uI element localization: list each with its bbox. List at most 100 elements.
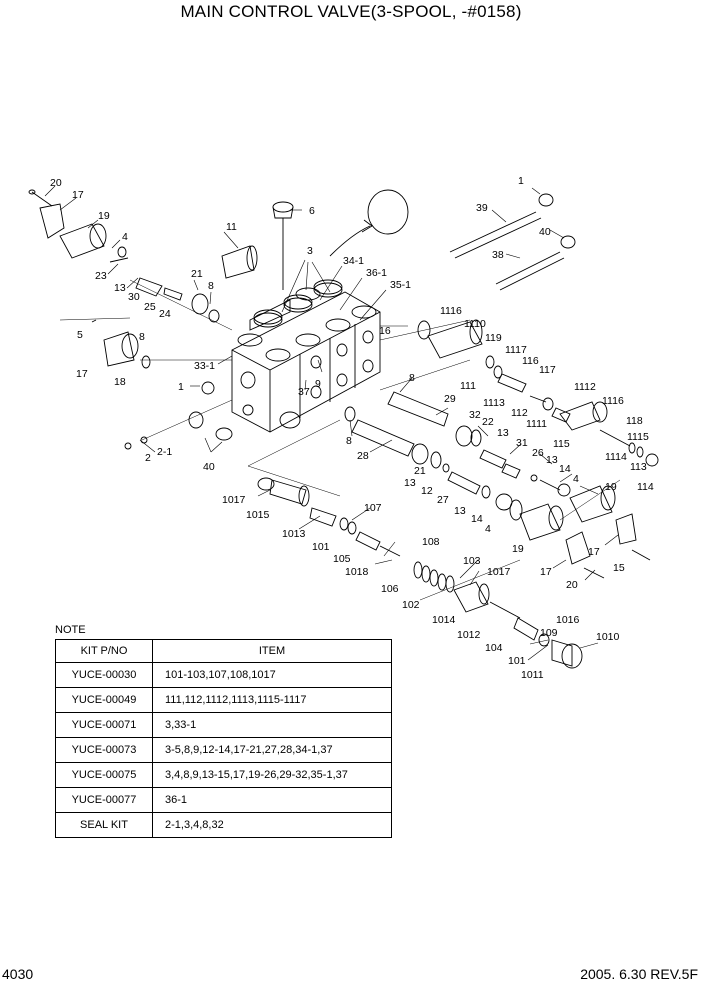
callout: 1018 — [345, 566, 369, 578]
callout: 105 — [333, 553, 351, 565]
callout: 3 — [307, 245, 313, 257]
callout: 1117 — [505, 344, 527, 356]
callout: 12 — [421, 485, 433, 497]
column-header-item: ITEM — [152, 639, 392, 663]
callout: 101 — [312, 541, 330, 553]
table-row: YUCE-00030 101-103,107,108,1017 — [55, 662, 392, 688]
relief-lower — [257, 477, 583, 669]
callout: 17 — [588, 546, 600, 558]
callout: 13 — [497, 427, 509, 439]
callout: 102 — [402, 599, 420, 611]
callout: 2 — [145, 452, 151, 464]
callout: 101 — [508, 655, 526, 667]
kit-item-cell: 3,33-1 — [152, 712, 392, 738]
parts-top — [272, 189, 409, 290]
callout: 8 — [346, 435, 352, 447]
column-header-kit-pno: KIT P/NO — [55, 639, 153, 663]
callout: 27 — [437, 494, 449, 506]
callout: 11 — [226, 221, 237, 233]
callout: 13 — [114, 282, 126, 294]
callout: 38 — [492, 249, 504, 261]
callout: 13 — [546, 454, 558, 466]
page-title: MAIN CONTROL VALVE(3-SPOOL, -#0158) — [180, 2, 522, 21]
page-number: 4030 — [2, 966, 34, 982]
callout: 114 — [637, 481, 654, 493]
callout: 33-1 — [194, 360, 215, 372]
callout: 1017 — [222, 494, 246, 506]
kit-table: KIT P/NO ITEM YUCE-00030 101-103,107,108… — [55, 639, 392, 838]
callout: 40 — [539, 226, 551, 238]
spool-middle — [344, 406, 651, 579]
callout: 5 — [77, 329, 83, 341]
callout: 23 — [95, 270, 107, 282]
callout: 17 — [76, 368, 88, 380]
callout: 4 — [485, 523, 491, 535]
callout: 30 — [128, 291, 140, 303]
callout: 1115 — [627, 431, 649, 443]
parts-right-top — [449, 193, 576, 291]
callout: 37 — [298, 386, 310, 398]
table-row: YUCE-00073 3-5,8,9,12-14,17-21,27,28,34-… — [55, 737, 392, 763]
callout: 104 — [485, 642, 503, 654]
kit-pno-cell: YUCE-00073 — [55, 737, 153, 763]
callout: 1010 — [596, 631, 620, 643]
table-row: YUCE-00077 36-1 — [55, 787, 392, 813]
callout: 1116 — [440, 305, 462, 317]
callout: 116 — [522, 355, 539, 367]
leader-lines — [44, 185, 619, 661]
callout: 28 — [357, 450, 369, 462]
kit-item-cell: 111,112,1112,1113,1115-1117 — [152, 687, 392, 713]
callout: 1110 — [464, 318, 486, 330]
kit-item-cell: 3-5,8,9,12-14,17-21,27,28,34-1,37 — [152, 737, 392, 763]
kit-item-cell: 2-1,3,4,8,32 — [152, 812, 392, 838]
callout: 119 — [485, 332, 502, 344]
callout: 15 — [613, 562, 625, 574]
callout: 113 — [630, 461, 647, 473]
callout: 1016 — [556, 614, 580, 626]
callout: 115 — [553, 438, 570, 450]
callout: 13 — [404, 477, 416, 489]
kit-pno-cell: YUCE-00075 — [55, 762, 153, 788]
callout: 1012 — [457, 629, 481, 641]
callout: 35-1 — [390, 279, 411, 291]
callout: 24 — [159, 308, 171, 320]
callout: 118 — [626, 415, 643, 427]
kit-pno-cell: YUCE-00071 — [55, 712, 153, 738]
callout: 108 — [422, 536, 440, 548]
callout: 32 — [469, 409, 481, 421]
callout: 1017 — [487, 566, 511, 578]
callout: 20 — [566, 579, 578, 591]
callout: 39 — [476, 202, 488, 214]
callout: 1113 — [483, 397, 505, 409]
callout: 103 — [463, 555, 481, 567]
callout: 8 — [409, 372, 415, 384]
callout: 117 — [539, 364, 556, 376]
callout: 1 — [518, 175, 524, 187]
kit-pno-cell: SEAL KIT — [55, 812, 153, 838]
callout: 25 — [144, 301, 156, 313]
table-header-row: KIT P/NO ITEM — [55, 639, 392, 663]
table-row: SEAL KIT 2-1,3,4,8,32 — [55, 812, 392, 838]
callout: 19 — [512, 543, 524, 555]
callout: 22 — [482, 416, 494, 428]
kit-item-cell: 36-1 — [152, 787, 392, 813]
kit-pno-cell: YUCE-00077 — [55, 787, 153, 813]
callout: 107 — [364, 502, 382, 514]
parts-left — [28, 189, 258, 450]
table-row: YUCE-00049 111,112,1112,1113,1115-1117 — [55, 687, 392, 713]
callout: 29 — [444, 393, 456, 405]
callout: 20 — [50, 177, 62, 189]
callout: 19 — [98, 210, 110, 222]
kit-pno-cell: YUCE-00049 — [55, 687, 153, 713]
callout: 40 — [203, 461, 215, 473]
callout: 1112 — [574, 381, 596, 393]
callout: 8 — [139, 331, 145, 343]
callout: 1 — [178, 381, 184, 393]
callout: 4 — [122, 231, 128, 243]
valve-housing — [231, 279, 381, 433]
note-label: NOTE — [55, 624, 86, 636]
callout: 111 — [460, 380, 476, 392]
callout: 17 — [540, 566, 552, 578]
callout: 106 — [381, 583, 399, 595]
